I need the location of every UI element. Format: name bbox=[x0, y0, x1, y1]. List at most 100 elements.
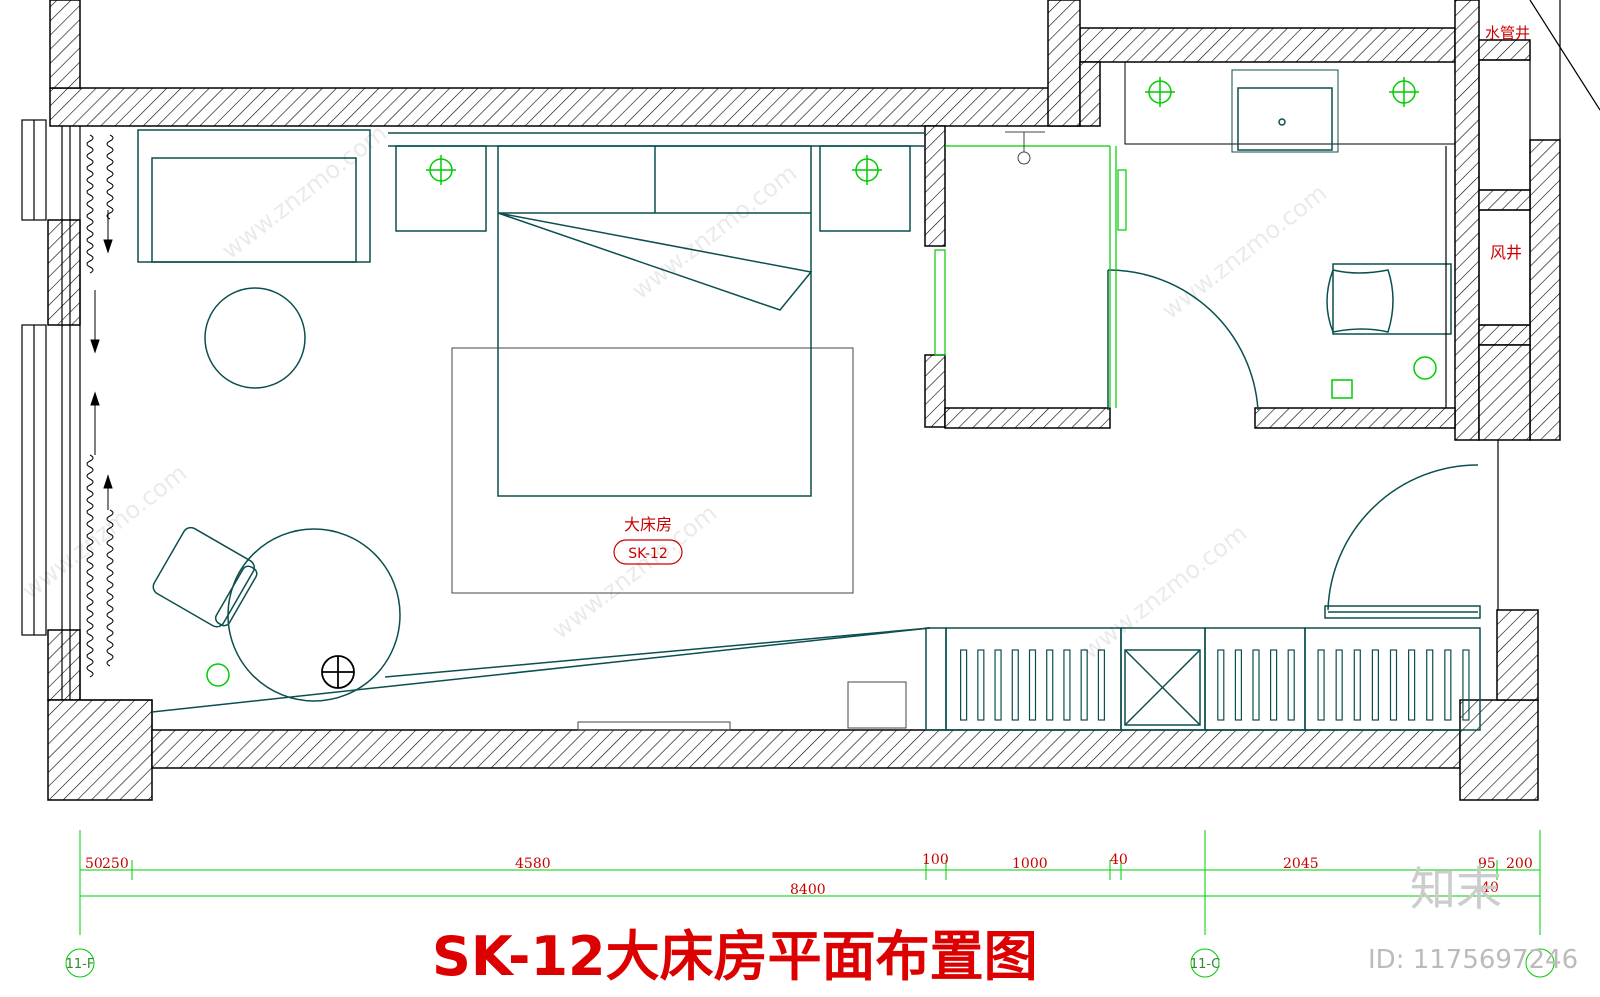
hanger bbox=[1011, 649, 1019, 721]
toilet bbox=[1332, 263, 1452, 335]
nightstand-right bbox=[819, 145, 911, 232]
entry-door-swing bbox=[1327, 464, 1479, 611]
hanger bbox=[1234, 649, 1243, 721]
watermark-text: www.znzmo.com bbox=[16, 459, 192, 605]
dim-total: 8400 bbox=[790, 882, 826, 898]
wall-bath-bottom-right bbox=[1254, 407, 1456, 429]
hanger bbox=[1335, 649, 1343, 721]
wall-bath-bottom-left bbox=[944, 407, 1111, 429]
hanger bbox=[1462, 649, 1470, 721]
wall-bath-left-stub bbox=[1079, 61, 1101, 127]
brand-watermark: 知末 bbox=[1410, 862, 1502, 916]
grid-axis-labels: 11-F 11-C bbox=[66, 957, 1221, 972]
hanger bbox=[1408, 649, 1416, 721]
room-name: 大床房 bbox=[624, 515, 672, 534]
hanger bbox=[1371, 649, 1379, 721]
wall-shaft-divider0 bbox=[1478, 39, 1531, 61]
watermark-text: www.znzmo.com bbox=[216, 119, 392, 265]
watermarks: www.znzmo.com www.znzmo.com www.znzmo.co… bbox=[16, 119, 1332, 665]
hanger bbox=[977, 649, 985, 721]
wall-left-low bbox=[47, 629, 81, 701]
dim-100: 100 bbox=[922, 852, 949, 868]
hanger bbox=[1269, 649, 1278, 721]
axis-left: 11-F bbox=[66, 957, 95, 972]
dim-4580: 4580 bbox=[515, 856, 551, 872]
wall-shaft-divider2 bbox=[1478, 324, 1531, 346]
wall-top-bath bbox=[1079, 27, 1456, 63]
dim-200: 200 bbox=[1506, 856, 1533, 872]
wardrobe-3 bbox=[1304, 627, 1481, 731]
hanger bbox=[1287, 649, 1295, 721]
drawing-title: SK-12大床房平面布置图 bbox=[432, 925, 1038, 988]
shower-head bbox=[1005, 131, 1045, 165]
wall-left-mid bbox=[47, 219, 81, 326]
window-left bbox=[21, 119, 71, 700]
dimension-lines bbox=[65, 830, 1555, 978]
wall-right-shaft bbox=[1529, 139, 1561, 441]
dim-small-40: 40 bbox=[1481, 880, 1499, 896]
rug bbox=[451, 347, 854, 594]
dim-2045: 2045 bbox=[1283, 856, 1319, 872]
vanity-counter bbox=[1124, 61, 1456, 145]
image-id: ID: 1175697246 bbox=[1368, 945, 1578, 975]
dim-95: 95 bbox=[1478, 856, 1496, 872]
axis-right: 11-C bbox=[1190, 957, 1220, 972]
hanger bbox=[1046, 649, 1054, 721]
watermark-text: www.znzmo.com bbox=[1076, 519, 1252, 665]
minibar bbox=[847, 681, 907, 729]
sofa-seat bbox=[151, 157, 357, 263]
hanger bbox=[1426, 649, 1434, 721]
hanger bbox=[1097, 649, 1105, 721]
wall-shaft-divider1 bbox=[1478, 189, 1531, 211]
light-fixture-icon bbox=[426, 155, 456, 185]
hanger bbox=[1063, 649, 1071, 721]
wall-bottom bbox=[151, 729, 1461, 769]
light-fixture-icon bbox=[852, 155, 882, 185]
watermark-text: www.znzmo.com bbox=[1156, 179, 1332, 325]
lounge-chair bbox=[152, 526, 258, 628]
hanger bbox=[1389, 649, 1398, 721]
floor-drain-icon bbox=[1413, 356, 1437, 380]
wall-top-jamb bbox=[1047, 0, 1081, 127]
walls bbox=[47, 0, 1561, 801]
wastebin-icon bbox=[1331, 379, 1353, 399]
dim-1000: 1000 bbox=[1012, 856, 1048, 872]
wardrobe-2 bbox=[1204, 627, 1306, 731]
hanger bbox=[1028, 649, 1037, 721]
watermark-text: www.znzmo.com bbox=[626, 159, 802, 305]
floor-lamp-icon bbox=[206, 663, 230, 687]
water-shaft-label: 水管井 bbox=[1485, 24, 1530, 42]
hanger bbox=[994, 649, 1002, 721]
hanger bbox=[1080, 649, 1088, 721]
dim-50: 50 bbox=[85, 856, 103, 872]
hanger bbox=[1217, 649, 1225, 721]
round-table-top bbox=[204, 287, 306, 389]
wall-bottom-left-col bbox=[47, 699, 153, 801]
hanger bbox=[1317, 649, 1325, 721]
wall-bath-div-upper bbox=[924, 125, 946, 247]
safe-cabinet bbox=[1120, 627, 1206, 731]
hanger bbox=[1252, 649, 1260, 721]
dim-40: 40 bbox=[1110, 852, 1128, 868]
air-shaft-label: 风井 bbox=[1490, 243, 1522, 262]
hangers bbox=[960, 649, 1470, 721]
room-code-badge bbox=[613, 539, 683, 565]
wall-bath-div-lower bbox=[924, 354, 946, 428]
light-fixture-icon bbox=[1145, 77, 1175, 107]
bed-fold bbox=[497, 212, 813, 311]
ceiling-light-icon bbox=[321, 655, 355, 689]
wall-bottom-right-col bbox=[1459, 699, 1539, 801]
hanger bbox=[1353, 649, 1361, 721]
curtain bbox=[86, 134, 114, 678]
nightstand-left bbox=[395, 145, 487, 232]
wall-top-bedroom bbox=[49, 87, 1081, 127]
hanger bbox=[960, 649, 968, 721]
dim-250: 250 bbox=[102, 856, 129, 872]
desk-strip bbox=[577, 721, 731, 731]
dimension-labels: 50 250 4580 100 1000 40 2045 95 200 8400… bbox=[85, 852, 1533, 898]
wall-right-lower bbox=[1496, 609, 1539, 701]
room-code: SK-12 bbox=[628, 546, 667, 562]
tv-cabinet-line bbox=[151, 627, 931, 713]
hanger bbox=[1444, 649, 1452, 721]
